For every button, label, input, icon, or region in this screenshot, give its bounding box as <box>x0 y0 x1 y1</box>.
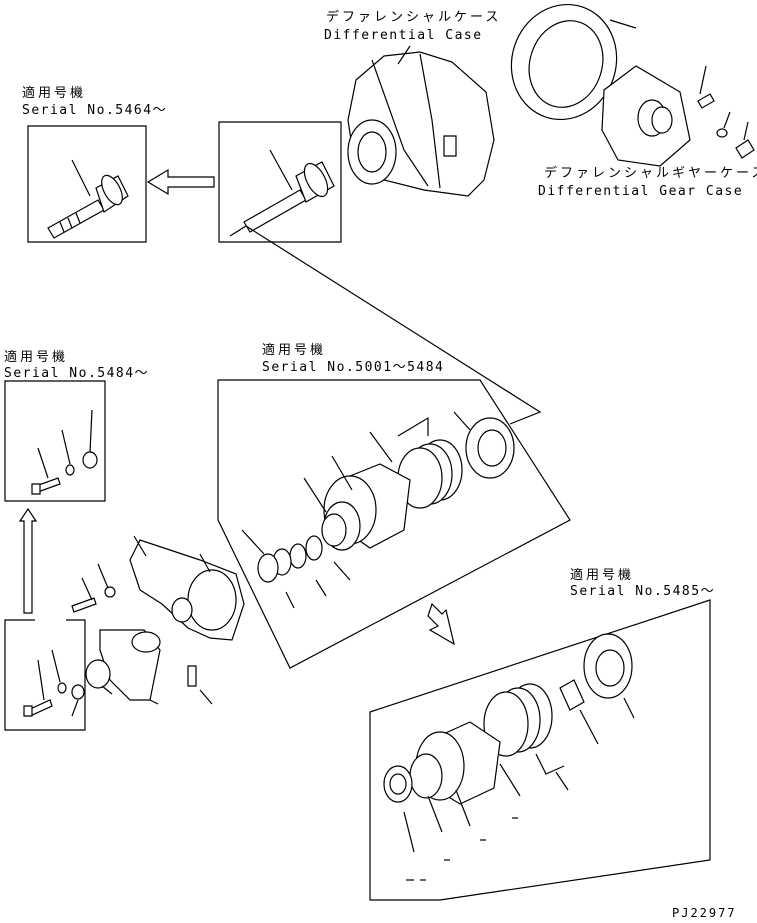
leader-line <box>398 46 410 64</box>
applicable-label-1: 適用号機 <box>22 86 87 101</box>
leader-line <box>72 160 90 196</box>
serial-label-1: Serial No.5464～ <box>22 103 168 118</box>
diff-assembly-box-5001-5484 <box>218 380 570 668</box>
pinion-box-5464 <box>28 126 146 242</box>
differential-gear-case-part <box>497 0 754 166</box>
diff-assembly-box-5485 <box>370 600 710 900</box>
arrow-left-icon <box>148 170 214 194</box>
pinion-box-current <box>219 122 540 424</box>
arrow-up-icon <box>20 509 36 613</box>
serial-label-2: Serial No.5484～ <box>4 366 150 381</box>
fastener-box-5484 <box>5 381 105 501</box>
arrow-down-icon <box>428 604 454 644</box>
serial-label-3: Serial No.5001～5484 <box>262 360 445 375</box>
gear-case-label-jp: デファレンシャルギヤーケース <box>544 166 757 181</box>
diff-case-label-jp: デファレンシャルケース <box>326 10 502 25</box>
pinion-shaft-part <box>48 172 128 238</box>
applicable-label-4: 適用号機 <box>570 568 635 583</box>
serial-label-4: Serial No.5485～ <box>570 584 716 599</box>
diff-case-label-en: Differential Case <box>324 28 483 43</box>
fastener-box-lower <box>5 620 85 730</box>
differential-case-part <box>348 52 494 196</box>
applicable-label-3: 適用号機 <box>262 343 327 358</box>
gear-case-label-en: Differential Gear Case <box>538 184 744 199</box>
drawing-number: PJ22977 <box>672 906 737 920</box>
applicable-label-2: 適用号機 <box>4 350 69 365</box>
carrier-bracket-part <box>72 536 244 704</box>
